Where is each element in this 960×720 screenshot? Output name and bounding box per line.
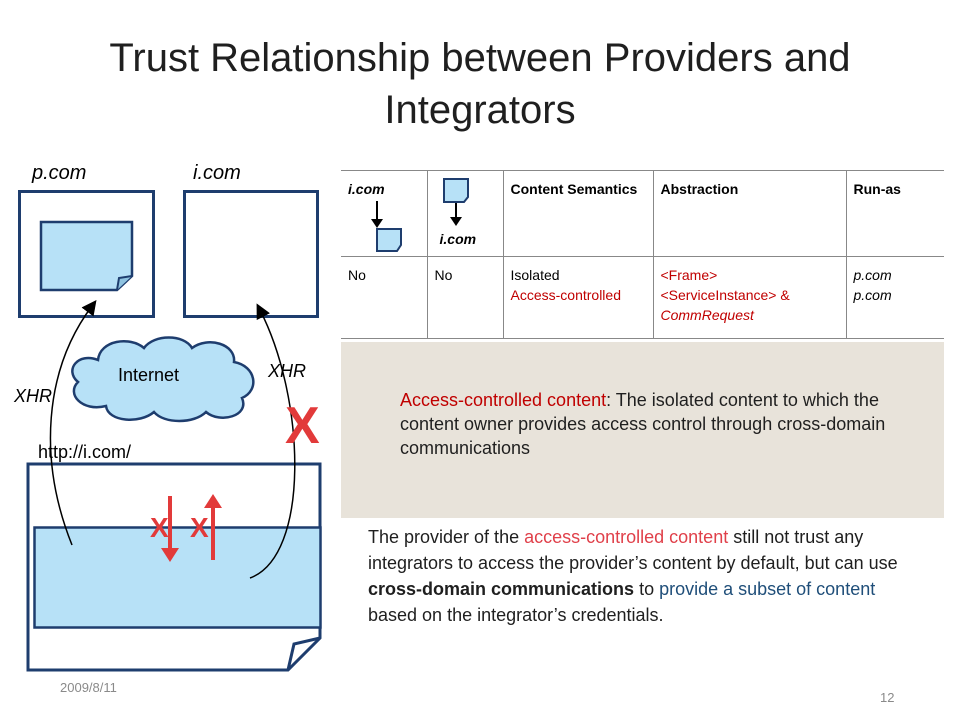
semantics-access-controlled: Access-controlled: [510, 287, 622, 303]
cell-abstraction: <Frame> <ServiceInstance> & CommRequest: [652, 256, 846, 339]
header-cell-2: i.com: [426, 170, 503, 257]
definition-callout: Access-controlled content: The isolated …: [341, 342, 944, 518]
header-icom-label: i.com: [348, 181, 385, 197]
cell-no-2: No: [426, 256, 503, 339]
para-highlight-access-controlled: access-controlled content: [524, 527, 729, 547]
icom-to-note-icon: [371, 201, 402, 252]
para-highlight-cross-domain: cross-domain communications: [368, 579, 635, 599]
abstraction-frame: <Frame>: [660, 267, 718, 283]
note-to-icom-icon: [442, 178, 469, 226]
xhr-right-label: XHR: [268, 361, 307, 381]
para-part: based on the integrator’s credentials.: [368, 605, 664, 625]
table-header-row: i.com i.com Content Semantics Abstractio…: [341, 170, 944, 257]
header-icom-label-2: i.com: [439, 231, 477, 247]
para-part: The provider of the: [368, 527, 525, 547]
pcom-label: p.com: [32, 162, 87, 184]
para-part: to: [634, 579, 660, 599]
header-cell-1: i.com: [341, 170, 427, 257]
page-number: 12: [880, 690, 895, 705]
abstraction-commrequest: CommRequest: [660, 307, 754, 323]
cell-no-1: No: [341, 256, 427, 339]
table-row: No No Isolated Access-controlled <Frame>…: [341, 256, 944, 339]
header-run-as: Run-as: [845, 170, 944, 257]
blocked-x-mark: X: [285, 397, 320, 455]
content-note-icon: [39, 220, 134, 292]
abstraction-table: i.com i.com Content Semantics Abstractio…: [341, 170, 944, 339]
abstraction-serviceinstance: <ServiceInstance> &: [660, 287, 790, 303]
blocked-x-mark-right: X: [190, 512, 209, 543]
xhr-left-label: XHR: [14, 386, 53, 406]
para-part: still not trust any integrators to acces…: [368, 527, 898, 573]
cell-semantics: Isolated Access-controlled: [502, 256, 653, 339]
definition-body: : The isolated content to which the cont…: [400, 390, 886, 458]
cell-run-as: p.com p.com: [845, 256, 944, 339]
blocked-x-mark-left: X: [150, 512, 169, 543]
embedded-content-box: [33, 526, 322, 629]
semantics-isolated: Isolated: [510, 267, 560, 283]
header-content-semantics: Content Semantics: [502, 170, 653, 257]
runas-pcom-1: p.com: [853, 267, 892, 283]
url-label: http://i.com/: [38, 442, 132, 462]
internet-label: Internet: [118, 365, 180, 385]
internet-cloud-icon: [71, 336, 255, 423]
header-abstraction: Abstraction: [652, 170, 846, 257]
definition-text: Access-controlled content: The isolated …: [400, 388, 920, 460]
runas-pcom-2: p.com: [853, 287, 892, 303]
icom-frame: [183, 190, 319, 318]
slide-date: 2009/8/11: [60, 680, 117, 695]
explanation-paragraph: The provider of the access-controlled co…: [368, 524, 928, 628]
definition-term: Access-controlled content: [400, 390, 607, 410]
para-highlight-subset: provide a subset of content: [659, 579, 876, 599]
slide-title: Trust Relationship between Providers and…: [109, 36, 851, 132]
icom-label: i.com: [193, 162, 241, 184]
